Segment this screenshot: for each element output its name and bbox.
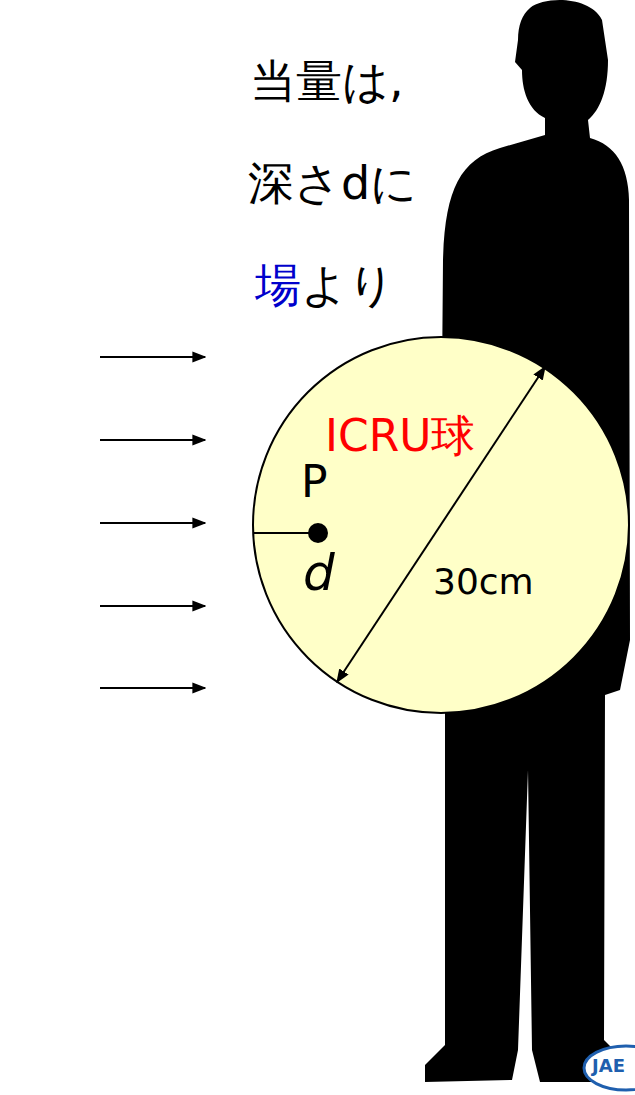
- icru-sphere: PICRU球 d 30cm: [252, 336, 630, 714]
- logo-ring: [584, 1046, 635, 1090]
- point-label: P: [300, 460, 329, 504]
- diameter-value: 30cm: [432, 564, 535, 600]
- field-arrow: [100, 439, 205, 441]
- radiation-field-arrows: [100, 357, 205, 688]
- point-marker: [308, 523, 328, 543]
- description-text: 深さdに: [248, 160, 417, 206]
- description-text: より: [301, 262, 395, 308]
- description-keyword: 場: [255, 262, 301, 308]
- logo-text: JAE: [592, 1057, 625, 1075]
- depth-line: [253, 532, 310, 534]
- sphere-outline: [252, 336, 630, 714]
- field-arrow: [100, 356, 205, 358]
- field-arrow: [100, 522, 205, 524]
- field-arrow: [100, 687, 205, 689]
- field-arrow: [100, 605, 205, 607]
- sphere-circle: [253, 337, 629, 713]
- depth-symbol: d: [302, 548, 336, 598]
- sphere-name: ICRU球: [324, 414, 476, 458]
- description-text: 当量は,: [250, 58, 404, 104]
